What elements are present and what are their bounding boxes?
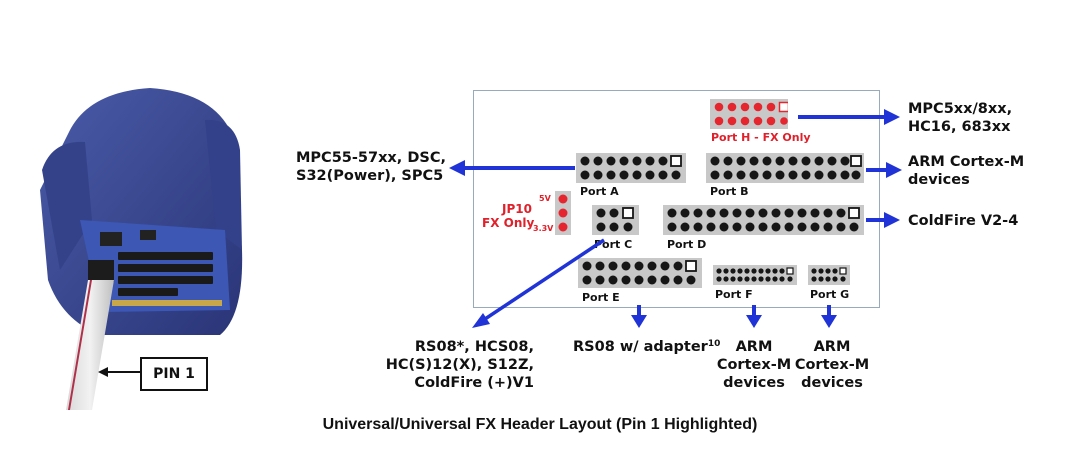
target-port-h-line1: MPC5xx/8xx, [908,101,1013,117]
target-port-e: RS08 w/ adapter10 [573,338,720,356]
port-a-header [576,153,686,183]
target-port-b-line1: ARM Cortex-M [908,154,1025,170]
target-port-f-line2: Cortex-M [716,357,792,373]
target-port-h-line2: HC16, 683xx [908,119,1011,135]
port-f-label: Port F [715,288,753,301]
port-e-label: Port E [582,291,620,304]
target-port-g-line2: Cortex-M [794,357,870,373]
port-g-header [808,265,850,285]
jp10-title-line1: JP10 [502,202,532,216]
debug-probe-image [40,88,243,410]
port-d-header [663,205,864,235]
port-d-label: Port D [667,238,707,251]
target-port-d: ColdFire V2-4 [908,213,1019,229]
port-b-header [706,153,864,183]
target-port-c-line3: ColdFire (+)V1 [414,375,534,391]
target-port-f: ARM Cortex-M devices [704,338,804,392]
pin1-label: PIN 1 [140,357,208,391]
jp10-title: JP10 FX Only [482,202,535,230]
target-port-e-text: RS08 w/ adapter [573,339,708,355]
target-port-a-line1: MPC55-57xx, DSC, [296,150,446,166]
jp10-header [555,191,571,235]
jp10-33v-label: 3.3V [533,224,554,233]
port-h-label: Port H - FX Only [711,131,811,144]
target-port-c-line2: HC(S)12(X), S12Z, [385,357,534,373]
target-port-f-line1: ARM [735,339,773,355]
port-h-header [710,99,788,129]
target-port-b: ARM Cortex-M devices [908,153,1024,189]
figure-caption: Universal/Universal FX Header Layout (Pi… [322,416,758,433]
jp10-5v-label: 5V [539,194,551,203]
target-port-c-line1: RS08*, HCS08, [414,339,534,355]
target-port-e-sup: 10 [707,339,721,349]
target-port-g: ARM Cortex-M devices [782,338,882,392]
target-port-a-line2: S32(Power), SPC5 [296,168,444,184]
target-port-f-line3: devices [723,375,785,391]
target-port-b-line2: devices [908,172,970,188]
port-f-header [713,265,797,285]
jp10-title-line2: FX Only [482,216,535,230]
port-e-header [578,258,702,288]
target-port-a: MPC55-57xx, DSC, S32(Power), SPC5 [296,149,446,185]
port-c-header [592,205,639,235]
target-port-g-line1: ARM [813,339,851,355]
target-port-c: RS08*, HCS08, HC(S)12(X), S12Z, ColdFire… [364,338,534,392]
target-port-g-line3: devices [801,375,863,391]
port-a-label: Port A [580,185,619,198]
target-port-h: MPC5xx/8xx, HC16, 683xx [908,100,1012,136]
port-g-label: Port G [810,288,850,301]
arrow-port-c [481,238,605,323]
port-b-label: Port B [710,185,749,198]
pin1-arrow [98,367,140,377]
